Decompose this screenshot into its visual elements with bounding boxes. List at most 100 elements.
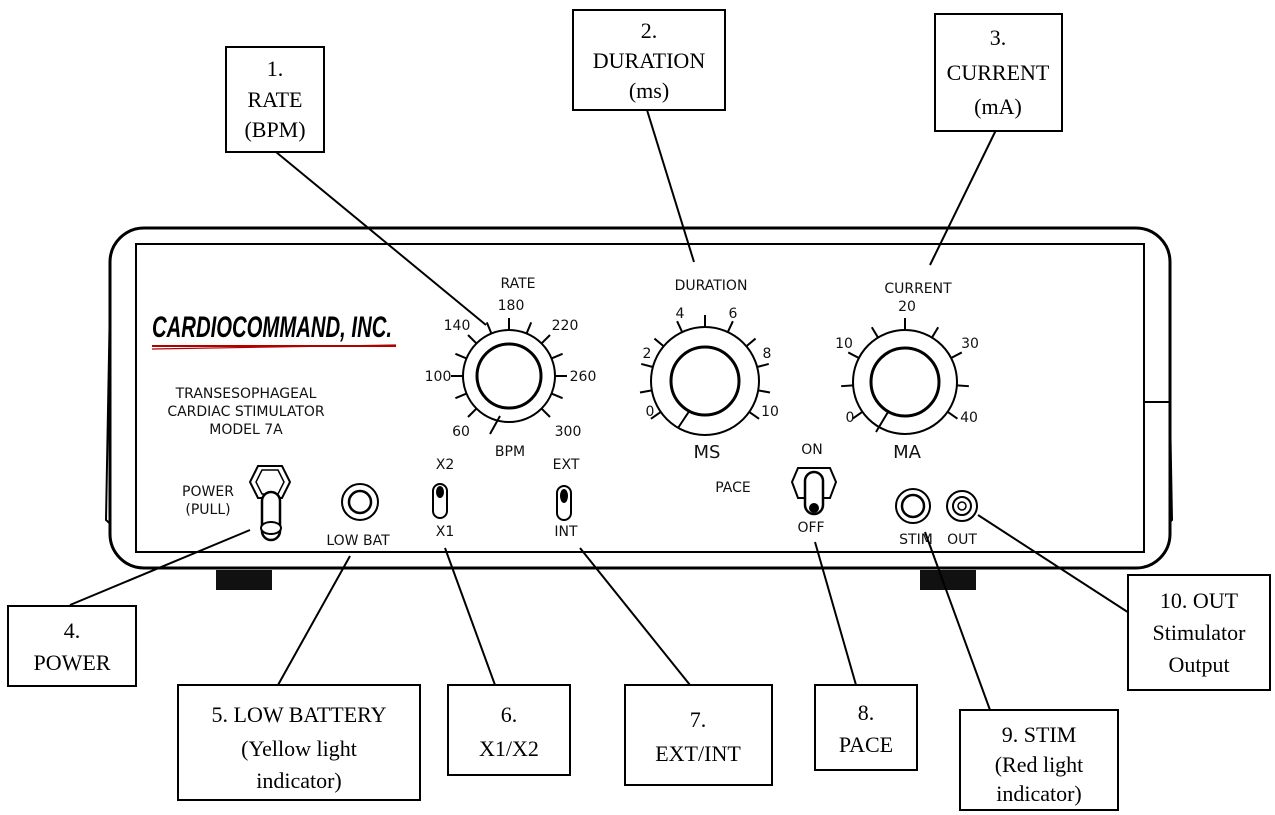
pace-on-label: ON bbox=[801, 442, 823, 458]
rate-pointer bbox=[489, 415, 501, 435]
dial-tick bbox=[467, 334, 478, 345]
dial-tick bbox=[726, 320, 734, 333]
rate-label-300: 300 bbox=[555, 424, 582, 440]
dial-tick bbox=[956, 384, 969, 388]
pace-off-label: OFF bbox=[797, 520, 824, 536]
callout-rate: 1. RATE (BPM) bbox=[225, 46, 325, 153]
leader-stim bbox=[924, 531, 991, 711]
duration-label-0: 0 bbox=[646, 404, 655, 420]
callout-rate-unit: (BPM) bbox=[244, 117, 305, 142]
rate-dial[interactable] bbox=[451, 318, 567, 435]
callout-current: 3. CURRENT (mA) bbox=[934, 13, 1063, 132]
callout-out-title: 10. OUT bbox=[1160, 588, 1239, 613]
left-foot bbox=[216, 570, 272, 590]
callout-low-battery-line3: indicator) bbox=[256, 768, 342, 793]
dial-tick bbox=[525, 322, 533, 334]
int-label: INT bbox=[554, 524, 578, 540]
current-dial[interactable] bbox=[841, 318, 969, 435]
dial-tick bbox=[551, 352, 563, 360]
duration-dial[interactable] bbox=[639, 315, 771, 436]
dial-tick bbox=[758, 389, 771, 394]
callout-x1x2: 6. X1/X2 bbox=[447, 684, 571, 776]
leader-pace bbox=[814, 541, 857, 686]
callout-power-title: POWER bbox=[34, 650, 111, 675]
callout-stim-line3: indicator) bbox=[996, 781, 1082, 806]
current-label-20: 20 bbox=[898, 299, 916, 315]
duration-label-8: 8 bbox=[763, 346, 772, 362]
callout-power-number: 4. bbox=[64, 618, 81, 643]
x1-x2-toggle[interactable] bbox=[432, 483, 448, 519]
dial-tick bbox=[745, 337, 757, 348]
duration-knob[interactable] bbox=[669, 345, 741, 417]
rate-label-140: 140 bbox=[444, 318, 471, 334]
ext-label: EXT bbox=[553, 457, 580, 473]
duration-label-10: 10 bbox=[761, 404, 779, 420]
duration-dial-ticks bbox=[639, 315, 771, 420]
ext-int-toggle[interactable] bbox=[556, 485, 572, 521]
callout-low-battery: 5. LOW BATTERY (Yellow light indicator) bbox=[177, 684, 421, 801]
pace-label: PACE bbox=[715, 480, 751, 496]
callout-x1x2-number: 6. bbox=[501, 702, 518, 727]
out-jack[interactable] bbox=[946, 490, 978, 522]
rate-label-60: 60 bbox=[452, 424, 470, 440]
dial-tick bbox=[947, 411, 958, 420]
current-label-40: 40 bbox=[960, 410, 978, 426]
dial-tick bbox=[650, 411, 662, 420]
pace-lever[interactable] bbox=[803, 470, 825, 516]
dial-tick bbox=[485, 322, 493, 334]
brand-logo: CARDIOCOMMAND, INC. bbox=[152, 311, 392, 344]
callout-ext-int-number: 7. bbox=[690, 707, 707, 732]
callout-rate-title: RATE bbox=[248, 87, 303, 112]
callout-pace: 8. PACE bbox=[814, 684, 918, 771]
dial-tick bbox=[847, 351, 860, 359]
current-knob[interactable] bbox=[869, 346, 941, 418]
current-label-10: 10 bbox=[835, 336, 853, 352]
dial-tick bbox=[950, 351, 963, 359]
leader-ext-int bbox=[579, 547, 691, 686]
power-switch[interactable] bbox=[248, 465, 292, 542]
stim-label: STIM bbox=[899, 532, 933, 548]
dial-tick bbox=[540, 407, 551, 418]
rate-knob[interactable] bbox=[475, 342, 543, 410]
rate-label-180: 180 bbox=[498, 298, 525, 314]
dial-tick bbox=[455, 392, 467, 400]
power-pull-label: (PULL) bbox=[185, 502, 230, 518]
callout-pace-title: PACE bbox=[839, 732, 893, 757]
dial-tick bbox=[676, 320, 684, 333]
rate-dial-ticks bbox=[451, 318, 567, 418]
out-label: OUT bbox=[947, 532, 977, 548]
rate-dial-title: RATE bbox=[500, 276, 535, 292]
current-pointer bbox=[875, 411, 889, 433]
stim-lamp bbox=[895, 488, 931, 524]
dial-tick bbox=[455, 352, 467, 360]
callout-low-battery-line2: (Yellow light bbox=[241, 736, 357, 761]
duration-pointer bbox=[677, 409, 691, 429]
callout-duration: 2. DURATION (ms) bbox=[572, 9, 726, 111]
callout-ext-int: 7. EXT/INT bbox=[624, 684, 773, 786]
duration-label-2: 2 bbox=[643, 346, 652, 362]
callout-current-number: 3. bbox=[990, 25, 1007, 50]
callout-stim: 9. STIM (Red light indicator) bbox=[959, 709, 1119, 811]
dial-tick bbox=[870, 326, 879, 339]
right-foot bbox=[920, 570, 976, 590]
leader-out bbox=[977, 514, 1141, 621]
device-description-line-1: TRANSESOPHAGEAL bbox=[175, 386, 317, 402]
rate-label-100: 100 bbox=[425, 369, 452, 385]
dial-tick bbox=[540, 334, 551, 345]
dial-tick bbox=[756, 362, 770, 368]
dial-tick bbox=[852, 411, 863, 420]
duration-label-4: 4 bbox=[676, 306, 685, 322]
dial-tick bbox=[841, 384, 854, 388]
dial-tick bbox=[931, 326, 940, 339]
rate-label-220: 220 bbox=[552, 318, 579, 334]
leader-low-battery bbox=[277, 555, 351, 686]
device-description-line-3: MODEL 7A bbox=[209, 422, 283, 438]
callout-ext-int-title: EXT/INT bbox=[655, 741, 741, 766]
low-bat-label: LOW BAT bbox=[326, 533, 390, 549]
leader-power bbox=[69, 529, 251, 606]
pace-switch[interactable] bbox=[790, 467, 838, 516]
device-description-line-2: CARDIAC STIMULATOR bbox=[167, 404, 325, 420]
current-label-0: 0 bbox=[846, 410, 855, 426]
